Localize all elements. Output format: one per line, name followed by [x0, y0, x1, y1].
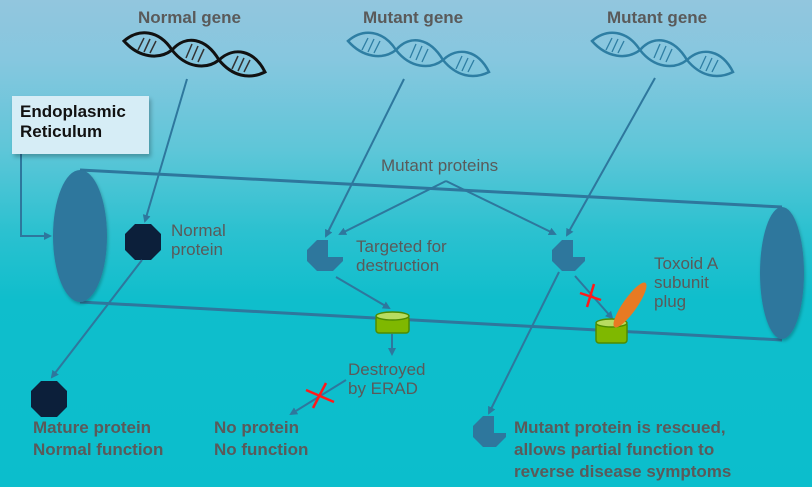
targeted-to-erad-arrow: [335, 276, 391, 310]
mutant-gene-title-1: Mutant gene: [363, 8, 464, 27]
destroyed-outcome-line-2: No function: [214, 440, 309, 460]
erad-channel-plugged-icon: [595, 318, 628, 344]
er-tube-right-end: [760, 207, 804, 339]
destroyed-outcome-label: No protein No function: [214, 417, 308, 461]
mutant-proteins-label: Mutant proteins: [381, 156, 499, 175]
erad-channel-icon: [375, 311, 410, 334]
er-tube: [53, 168, 804, 342]
mutant-gene-dna-icon-2: [590, 31, 735, 78]
normal-to-mature-arrow: [50, 259, 143, 379]
normal-protein-icon: [125, 224, 161, 260]
er-label-line-2: Reticulum: [20, 121, 103, 141]
plugged-to-rescued-arrow: [488, 271, 560, 415]
mutant-gene-dna-icon-1: [346, 31, 491, 78]
toxoid-label-line-3: plug: [654, 292, 687, 312]
mature-protein-icon: [31, 381, 67, 417]
blocked-x-mark-icon-right: [579, 283, 602, 308]
er-label-line-1: Endoplasmic: [20, 102, 126, 121]
normal-protein-label-line-1: Normal: [171, 221, 226, 240]
normal-outcome-label: Mature protein Normal function: [33, 417, 163, 461]
mutant-gene-2-arrow: [566, 77, 656, 237]
targeted-for-destruction-label: Targeted for destruction: [356, 237, 447, 275]
normal-protein-label: Normal protein: [171, 221, 226, 259]
destroyed-label-line-2: by ERAD: [348, 379, 418, 399]
rescued-protein-icon: [473, 416, 506, 447]
targeted-label-line-2: destruction: [356, 256, 440, 276]
normal-outcome-line-2: Normal function: [33, 440, 164, 460]
normal-outcome-line-1: Mature protein: [33, 418, 152, 437]
er-tube-left-end: [53, 170, 107, 302]
destroyed-outcome-line-1: No protein: [214, 418, 299, 437]
normal-gene-arrow: [142, 78, 188, 223]
toxoid-label-line-1: Toxoid A: [654, 254, 719, 273]
destroyed-label-line-1: Destroyed: [348, 360, 426, 379]
er-label-connector: [20, 154, 52, 240]
normal-protein-label-line-2: protein: [171, 240, 223, 260]
er-label-box: Endoplasmic Reticulum: [12, 96, 149, 154]
er-label: Endoplasmic Reticulum: [20, 102, 126, 141]
rescued-outcome-line-1: Mutant protein is rescued,: [514, 418, 726, 437]
targeted-label-line-1: Targeted for: [356, 237, 447, 256]
mutant-protein-plugged-icon: [552, 240, 585, 271]
toxoid-plug-label: Toxoid A subunit plug: [654, 254, 718, 311]
normal-gene-title: Normal gene: [138, 8, 241, 27]
mutant-gene-1-arrow: [325, 78, 405, 238]
toxoid-label-line-2: subunit: [654, 273, 709, 293]
toxoid-plug-icon: [613, 282, 647, 328]
mutant-proteins-branch-left: [338, 180, 447, 235]
normal-gene-dna-icon: [121, 31, 268, 78]
mutant-protein-targeted-icon: [307, 240, 343, 271]
blocked-x-mark-icon-left: [305, 382, 335, 409]
rescued-outcome-label: Mutant protein is rescued, allows partia…: [514, 417, 731, 483]
er-tube-bottom-edge: [79, 300, 783, 342]
mutant-proteins-branch-right: [445, 180, 557, 235]
destroyed-by-erad-label: Destroyed by ERAD: [348, 360, 425, 398]
rescued-outcome-line-2: allows partial function to: [514, 440, 715, 460]
rescued-outcome-line-3: reverse disease symptoms: [514, 462, 732, 482]
mutant-gene-title-2: Mutant gene: [607, 8, 708, 27]
